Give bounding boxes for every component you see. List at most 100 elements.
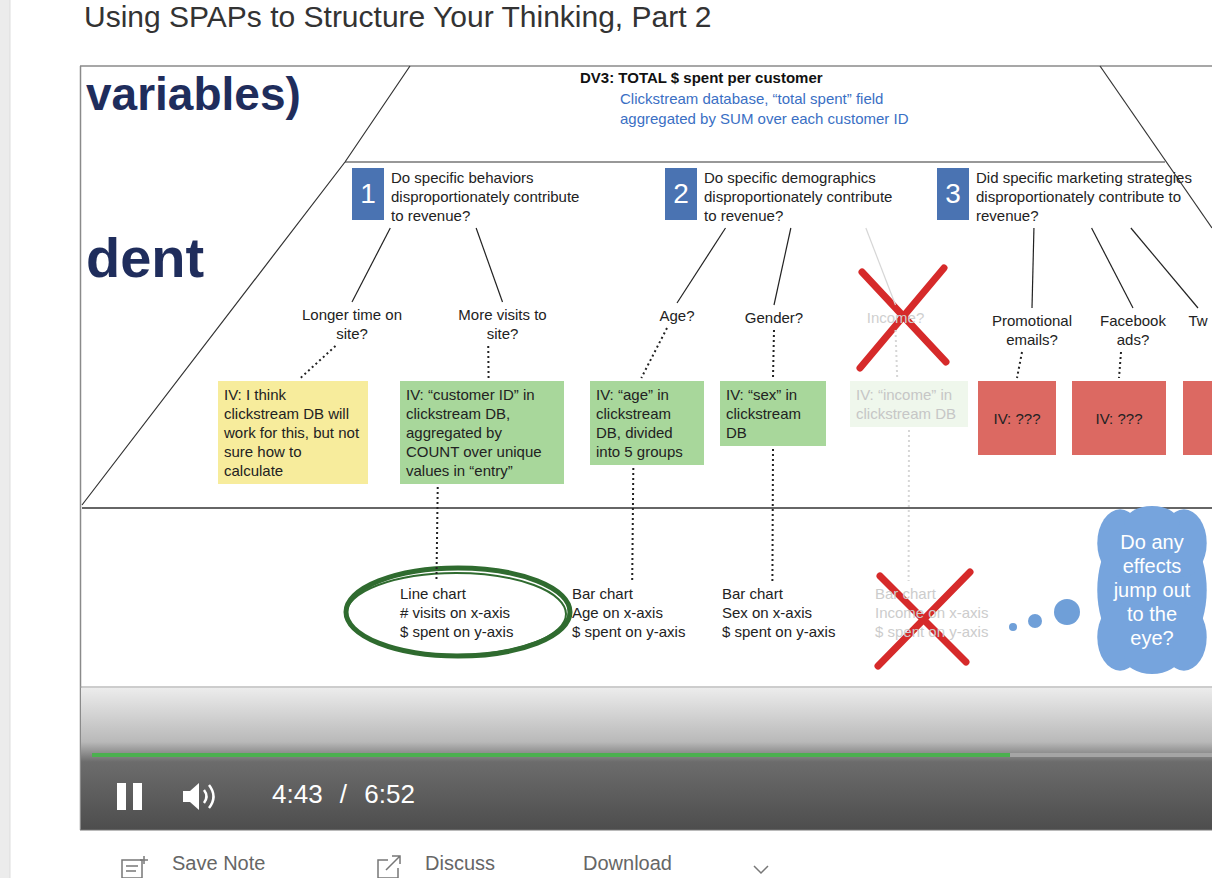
node-text: IV: I think clickstream DB will work for…: [224, 385, 362, 480]
question-text: Do specific demographics disproportionat…: [704, 168, 907, 225]
cut-iv-box: [1183, 381, 1212, 455]
video-title: Using SPAPs to Structure Your Thinking, …: [84, 0, 712, 34]
callout-number: 2: [665, 168, 697, 220]
iv-box: IV: “income” in clickstream DB: [850, 381, 968, 427]
slide-heading-fragment: dent: [86, 226, 204, 290]
player-controls-ground: [81, 688, 1212, 830]
dotted-connector: [487, 346, 489, 378]
dropdown-chevron: [754, 866, 768, 873]
thought-cloud: Do any effects jump out to the eye?: [1095, 506, 1209, 674]
node-text: Income?: [858, 308, 933, 327]
sub-question: Tw: [1187, 311, 1209, 330]
iv-box: IV: “customer ID” in clickstream DB, agg…: [400, 381, 564, 484]
question-block: 2Do specific demographics disproportiona…: [665, 168, 907, 225]
dotted-connector: [436, 487, 437, 581]
sub-question: More visits to site?: [455, 305, 550, 343]
chart-spec: Line chart# visits on x-axis$ spent on y…: [400, 584, 535, 641]
connector: [677, 228, 726, 303]
progress-played: [92, 753, 1010, 757]
frame-bottom-border: [80, 830, 1212, 831]
axis-spec: $ spent on y-axis: [400, 622, 535, 641]
sub-question: Age?: [652, 306, 702, 325]
dotted-connector: [1017, 352, 1022, 378]
axis-spec: $ spent on y-axis: [722, 622, 862, 641]
chart-spec: Bar chartIncome on x-axis$ spent on y-ax…: [875, 584, 1015, 641]
connector: [1131, 228, 1198, 308]
dotted-connector: [632, 468, 633, 581]
callout-number: 1: [352, 168, 384, 220]
note-icon-line: [126, 870, 136, 872]
thought-dot: [1028, 614, 1042, 628]
action-link: Save Note: [172, 852, 265, 875]
pyramid-tier-line: [345, 161, 1165, 162]
dotted-connector: [773, 330, 774, 378]
thought-dot: [1054, 599, 1080, 625]
node-text: IV: “sex” in clickstream DB: [726, 385, 820, 442]
question-block: 1Do specific behaviors disproportionatel…: [352, 168, 584, 225]
frame-top-border: [80, 65, 1212, 67]
page-side-strip: [0, 0, 10, 878]
action-link: Download: [583, 852, 672, 875]
chart-type: Bar chart: [572, 584, 712, 603]
chart-spec: Bar chartAge on x-axis$ spent on y-axis: [572, 584, 712, 641]
chart-spec: Bar chartSex on x-axis$ spent on y-axis: [722, 584, 862, 641]
axis-spec: Sex on x-axis: [722, 603, 862, 622]
dotted-connector: [301, 346, 336, 378]
node-text: More visits to site?: [455, 305, 550, 343]
action-link: Discuss: [425, 852, 495, 875]
node-text: Promotional emails?: [982, 311, 1082, 349]
axis-spec: Income on x-axis: [875, 603, 1015, 622]
discuss-icon-arrow: [386, 856, 400, 870]
iv-box: IV: ???: [1072, 381, 1166, 455]
note-icon-plus: [140, 859, 148, 861]
dotted-connector: [771, 449, 774, 581]
node-text: IV: ???: [994, 409, 1041, 428]
chart-type: Bar chart: [722, 584, 862, 603]
iv-box: IV: ???: [978, 381, 1056, 455]
slide-bottom-border: [80, 687, 1212, 688]
callout-number: 3: [937, 168, 969, 220]
sub-question: Gender?: [738, 308, 810, 327]
node-text: IV: “customer ID” in clickstream DB, agg…: [406, 385, 558, 480]
connector: [352, 228, 390, 302]
page-side-border: [10, 0, 11, 878]
node-text: Tw: [1187, 311, 1209, 330]
volume-speaker: [183, 783, 199, 810]
node-text: IV: “income” in clickstream DB: [856, 385, 962, 423]
dotted-connector: [641, 328, 667, 378]
pyramid-base-line: [82, 507, 1212, 509]
thought-dot: [1009, 623, 1017, 631]
iv-box: IV: “age” in clickstream DB, divided int…: [590, 381, 704, 465]
progress-track: [92, 753, 1212, 757]
connector: [1092, 228, 1133, 308]
node-text: Do any effects jump out to the eye?: [1105, 530, 1199, 650]
note-icon-frame: [122, 860, 142, 878]
node-text: IV: “age” in clickstream DB, divided int…: [596, 385, 698, 461]
node-text: Facebook ads?: [1093, 311, 1173, 349]
question-text: Did specific marketing strategies dispro…: [976, 168, 1199, 225]
discuss-icon: [378, 856, 400, 878]
highlight-ellipse: [346, 568, 570, 656]
dotted-connector: [908, 430, 910, 581]
time-display: 4:43 / 6:52: [272, 780, 415, 810]
highlight-ellipse: [346, 573, 566, 655]
dotted-connector: [896, 330, 898, 378]
question-block: 3Did specific marketing strategies dispr…: [937, 168, 1199, 225]
node-text: Gender?: [738, 308, 810, 327]
connector: [476, 228, 502, 302]
chart-type: Bar chart: [875, 584, 1015, 603]
sub-question: Promotional emails?: [982, 311, 1082, 349]
sub-question: Longer time on site?: [297, 305, 407, 343]
dv-heading: DV3: TOTAL $ spent per customer: [580, 69, 823, 86]
sub-question: Income?: [858, 308, 933, 327]
node-text: Age?: [652, 306, 702, 325]
axis-spec: # visits on x-axis: [400, 603, 535, 622]
connector: [774, 228, 791, 305]
slide-ground: [80, 66, 1212, 687]
axis-spec: Age on x-axis: [572, 603, 712, 622]
slide-heading-fragment: variables): [86, 68, 301, 121]
connector: [866, 228, 896, 305]
volume-wave: [204, 790, 207, 803]
